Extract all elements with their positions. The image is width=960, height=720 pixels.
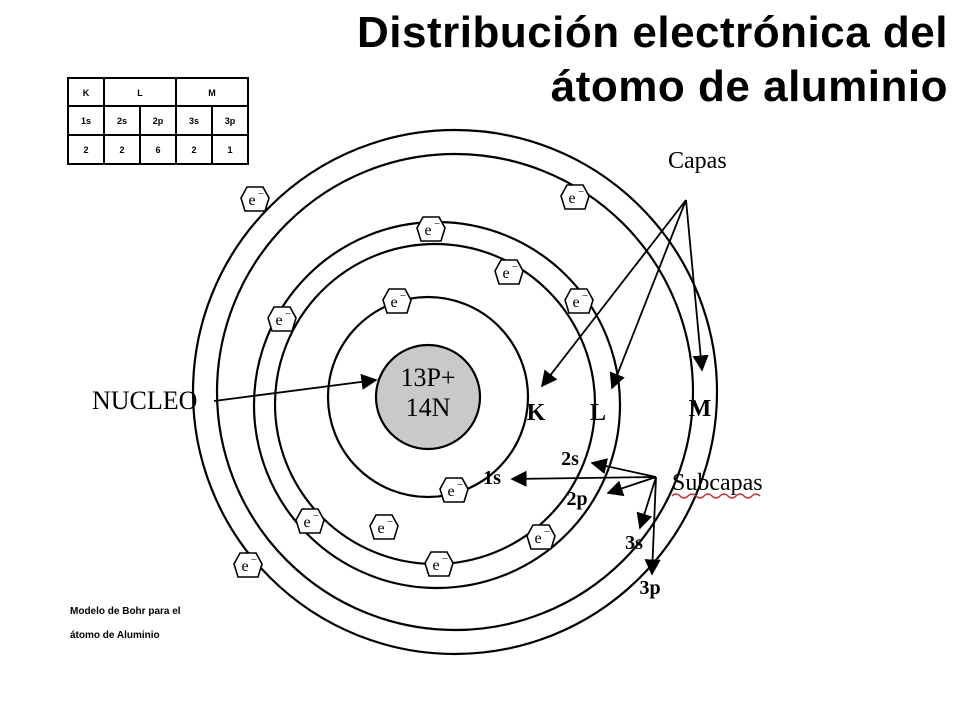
nucleus-neutrons: 14N bbox=[406, 393, 451, 422]
shell-label-l: L bbox=[590, 400, 606, 426]
electron: e − bbox=[240, 186, 270, 212]
spellcheck-squiggle bbox=[671, 493, 761, 499]
electron: e − bbox=[526, 524, 556, 550]
table-subshell-2s: 2s bbox=[117, 116, 127, 126]
table-subshell-1s: 1s bbox=[81, 116, 91, 126]
table-count-1s: 2 bbox=[83, 145, 88, 155]
caption-line-1: Modelo de Bohr para el bbox=[70, 606, 181, 617]
nucleus-protons: 13P+ bbox=[400, 363, 455, 392]
svg-text:−: − bbox=[544, 526, 550, 538]
table-count-2p: 6 bbox=[155, 145, 160, 155]
arrow-capas-l bbox=[609, 199, 687, 390]
electron: e − bbox=[382, 288, 412, 314]
arrow-nucleo bbox=[213, 373, 378, 402]
arrow-subcapas-3p bbox=[644, 476, 661, 576]
electron-config-table: K L M 1s 2s 2p 3s 3p 2 2 6 2 1 bbox=[67, 77, 249, 165]
arrow-subcapas-3s bbox=[636, 476, 657, 530]
orbit-1s bbox=[326, 295, 530, 499]
table-count-2s: 2 bbox=[119, 145, 124, 155]
svg-text:e: e bbox=[432, 557, 439, 574]
svg-text:e: e bbox=[572, 294, 579, 311]
arrow-subcapas-2p bbox=[606, 476, 657, 497]
orbit-3s bbox=[215, 152, 695, 632]
electron: e − bbox=[560, 184, 590, 210]
table-shell-k: K bbox=[83, 88, 90, 98]
electron: e − bbox=[424, 551, 454, 577]
electron: e − bbox=[295, 508, 325, 534]
orbit-3p bbox=[191, 128, 719, 656]
arrow-capas-m bbox=[685, 199, 709, 372]
caption-line-2: átomo de Aluminio bbox=[70, 630, 160, 641]
subshell-label-3p: 3p bbox=[639, 577, 660, 599]
svg-text:−: − bbox=[578, 186, 584, 198]
table-shell-m: M bbox=[208, 88, 216, 98]
subshell-label-2s: 2s bbox=[561, 448, 579, 470]
svg-text:−: − bbox=[313, 510, 319, 522]
table-count-3s: 2 bbox=[191, 145, 196, 155]
table-count-3p: 1 bbox=[227, 145, 232, 155]
label-subcapas: Subcapas bbox=[672, 470, 763, 496]
electron: e − bbox=[267, 306, 297, 332]
label-capas: Capas bbox=[668, 148, 727, 174]
label-nucleo: NUCLEO bbox=[92, 386, 197, 415]
svg-text:e: e bbox=[568, 190, 575, 207]
subshell-label-3s: 3s bbox=[625, 532, 643, 554]
svg-text:e: e bbox=[248, 192, 255, 209]
table-subshell-3p: 3p bbox=[225, 116, 236, 126]
table-subshell-3s: 3s bbox=[189, 116, 199, 126]
shell-label-m: M bbox=[689, 396, 712, 422]
electron: e − bbox=[564, 288, 594, 314]
slide-title-line-1: Distribución electrónica del bbox=[356, 8, 948, 57]
arrow-subcapas-1s bbox=[510, 470, 657, 487]
svg-text:−: − bbox=[400, 290, 406, 302]
electron: e − bbox=[494, 259, 524, 285]
svg-text:e: e bbox=[275, 312, 282, 329]
electron: e − bbox=[439, 477, 469, 503]
arrow-capas-k bbox=[541, 199, 687, 388]
svg-text:e: e bbox=[241, 558, 248, 575]
electrons: e − e − e − e − e − bbox=[233, 184, 594, 578]
svg-text:−: − bbox=[285, 308, 291, 320]
svg-text:e: e bbox=[303, 514, 310, 531]
svg-text:e: e bbox=[424, 222, 431, 239]
svg-text:−: − bbox=[582, 290, 588, 302]
arrow-subcapas-2s bbox=[590, 458, 657, 478]
svg-text:e: e bbox=[447, 483, 454, 500]
svg-text:−: − bbox=[387, 516, 393, 528]
svg-text:−: − bbox=[512, 261, 518, 273]
svg-text:−: − bbox=[457, 479, 463, 491]
svg-text:−: − bbox=[251, 554, 257, 566]
subshell-label-1s: 1s bbox=[483, 467, 501, 489]
svg-text:e: e bbox=[390, 294, 397, 311]
svg-text:−: − bbox=[258, 188, 264, 200]
slide-title-line-2: átomo de aluminio bbox=[550, 62, 948, 111]
table-shell-l: L bbox=[137, 88, 143, 98]
svg-text:e: e bbox=[502, 265, 509, 282]
svg-text:−: − bbox=[434, 218, 440, 230]
svg-text:e: e bbox=[534, 530, 541, 547]
electron: e − bbox=[369, 514, 399, 540]
electron: e − bbox=[233, 552, 263, 578]
pointer-arrows bbox=[213, 199, 709, 576]
nucleus: 13P+ 14N bbox=[374, 343, 482, 451]
electron: e − bbox=[416, 216, 446, 242]
shell-label-k: K bbox=[527, 400, 546, 426]
diagram-caption: Modelo de Bohr para el átomo de Aluminio bbox=[70, 606, 181, 641]
subshell-label-2p: 2p bbox=[566, 488, 587, 510]
table-subshell-2p: 2p bbox=[153, 116, 164, 126]
svg-text:e: e bbox=[377, 520, 384, 537]
svg-text:−: − bbox=[442, 553, 448, 565]
